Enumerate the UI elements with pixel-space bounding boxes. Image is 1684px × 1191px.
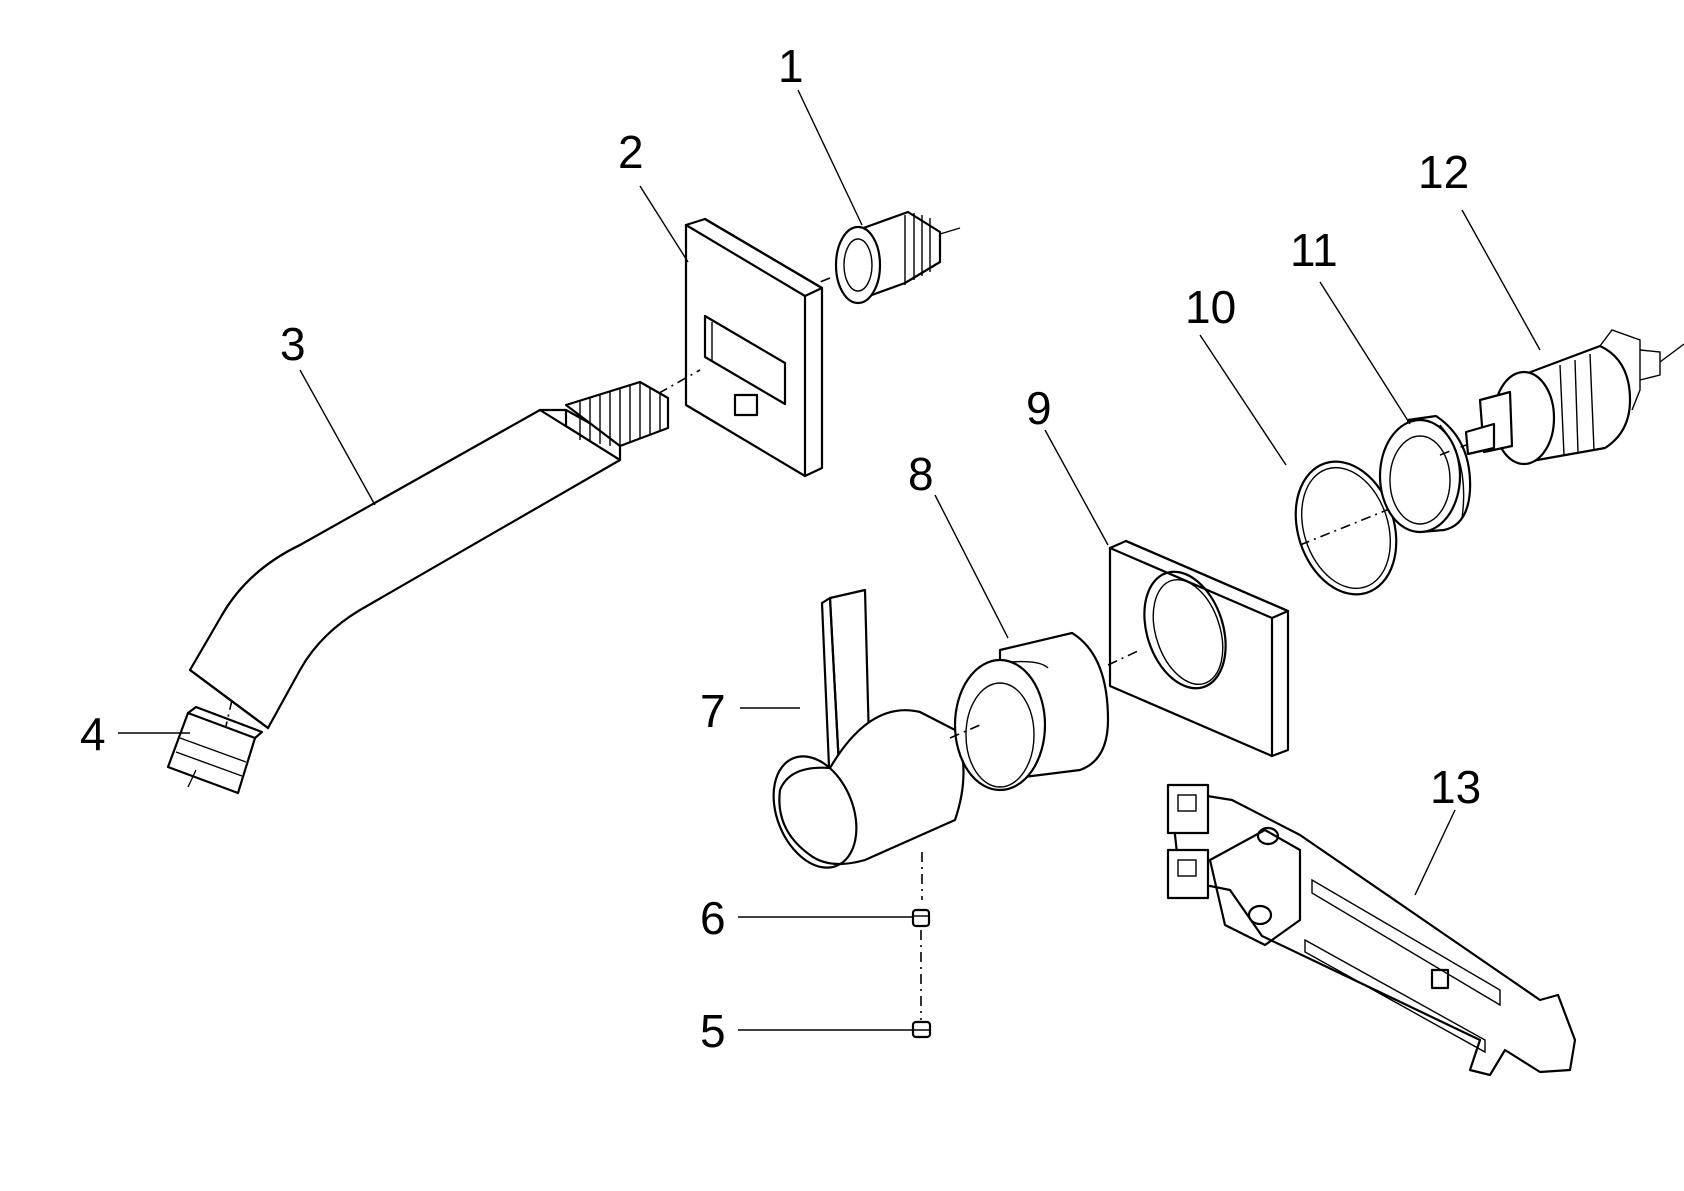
callout-labels: 1 2 3 4 5 6 7 8 9 10 11 12 13: [80, 40, 1481, 1057]
part-6-set-screw: [911, 908, 931, 1020]
leader-2: [639, 185, 689, 263]
callout-8: 8: [908, 448, 934, 500]
leader-13: [1414, 809, 1456, 896]
callout-13: 13: [1430, 761, 1481, 813]
leader-1: [797, 89, 863, 226]
part-2-spout-cover-plate: [619, 217, 824, 478]
callout-9: 9: [1026, 382, 1052, 434]
callout-6: 6: [700, 892, 726, 944]
leader-9: [1044, 429, 1109, 546]
callout-1: 1: [778, 40, 804, 92]
leader-12: [1461, 209, 1541, 351]
callout-12: 12: [1418, 146, 1469, 198]
callout-4: 4: [80, 708, 106, 760]
leader-lines: [118, 89, 1541, 1031]
part-13-mounting-tool: [1166, 783, 1577, 1077]
part-9-rosette-plate: [1107, 539, 1290, 758]
part-5-plug: [911, 1020, 932, 1039]
part-12-cartridge: [1439, 329, 1684, 466]
part-11-nut: [1378, 414, 1472, 534]
part-1-threaded-adapter: [799, 210, 961, 305]
part-8-cover-sleeve: [949, 631, 1110, 792]
leader-10: [1199, 334, 1287, 466]
callout-5: 5: [700, 1005, 726, 1057]
callout-2: 2: [618, 126, 644, 178]
callout-11: 11: [1290, 224, 1338, 276]
part-7-lever-handle: [772, 588, 965, 900]
leader-8: [934, 494, 1009, 639]
callout-7: 7: [700, 685, 726, 737]
part-3-spout: [188, 380, 670, 730]
callout-3: 3: [280, 318, 306, 370]
leader-11: [1319, 281, 1411, 425]
callout-10: 10: [1185, 281, 1236, 333]
leader-3: [299, 369, 376, 506]
